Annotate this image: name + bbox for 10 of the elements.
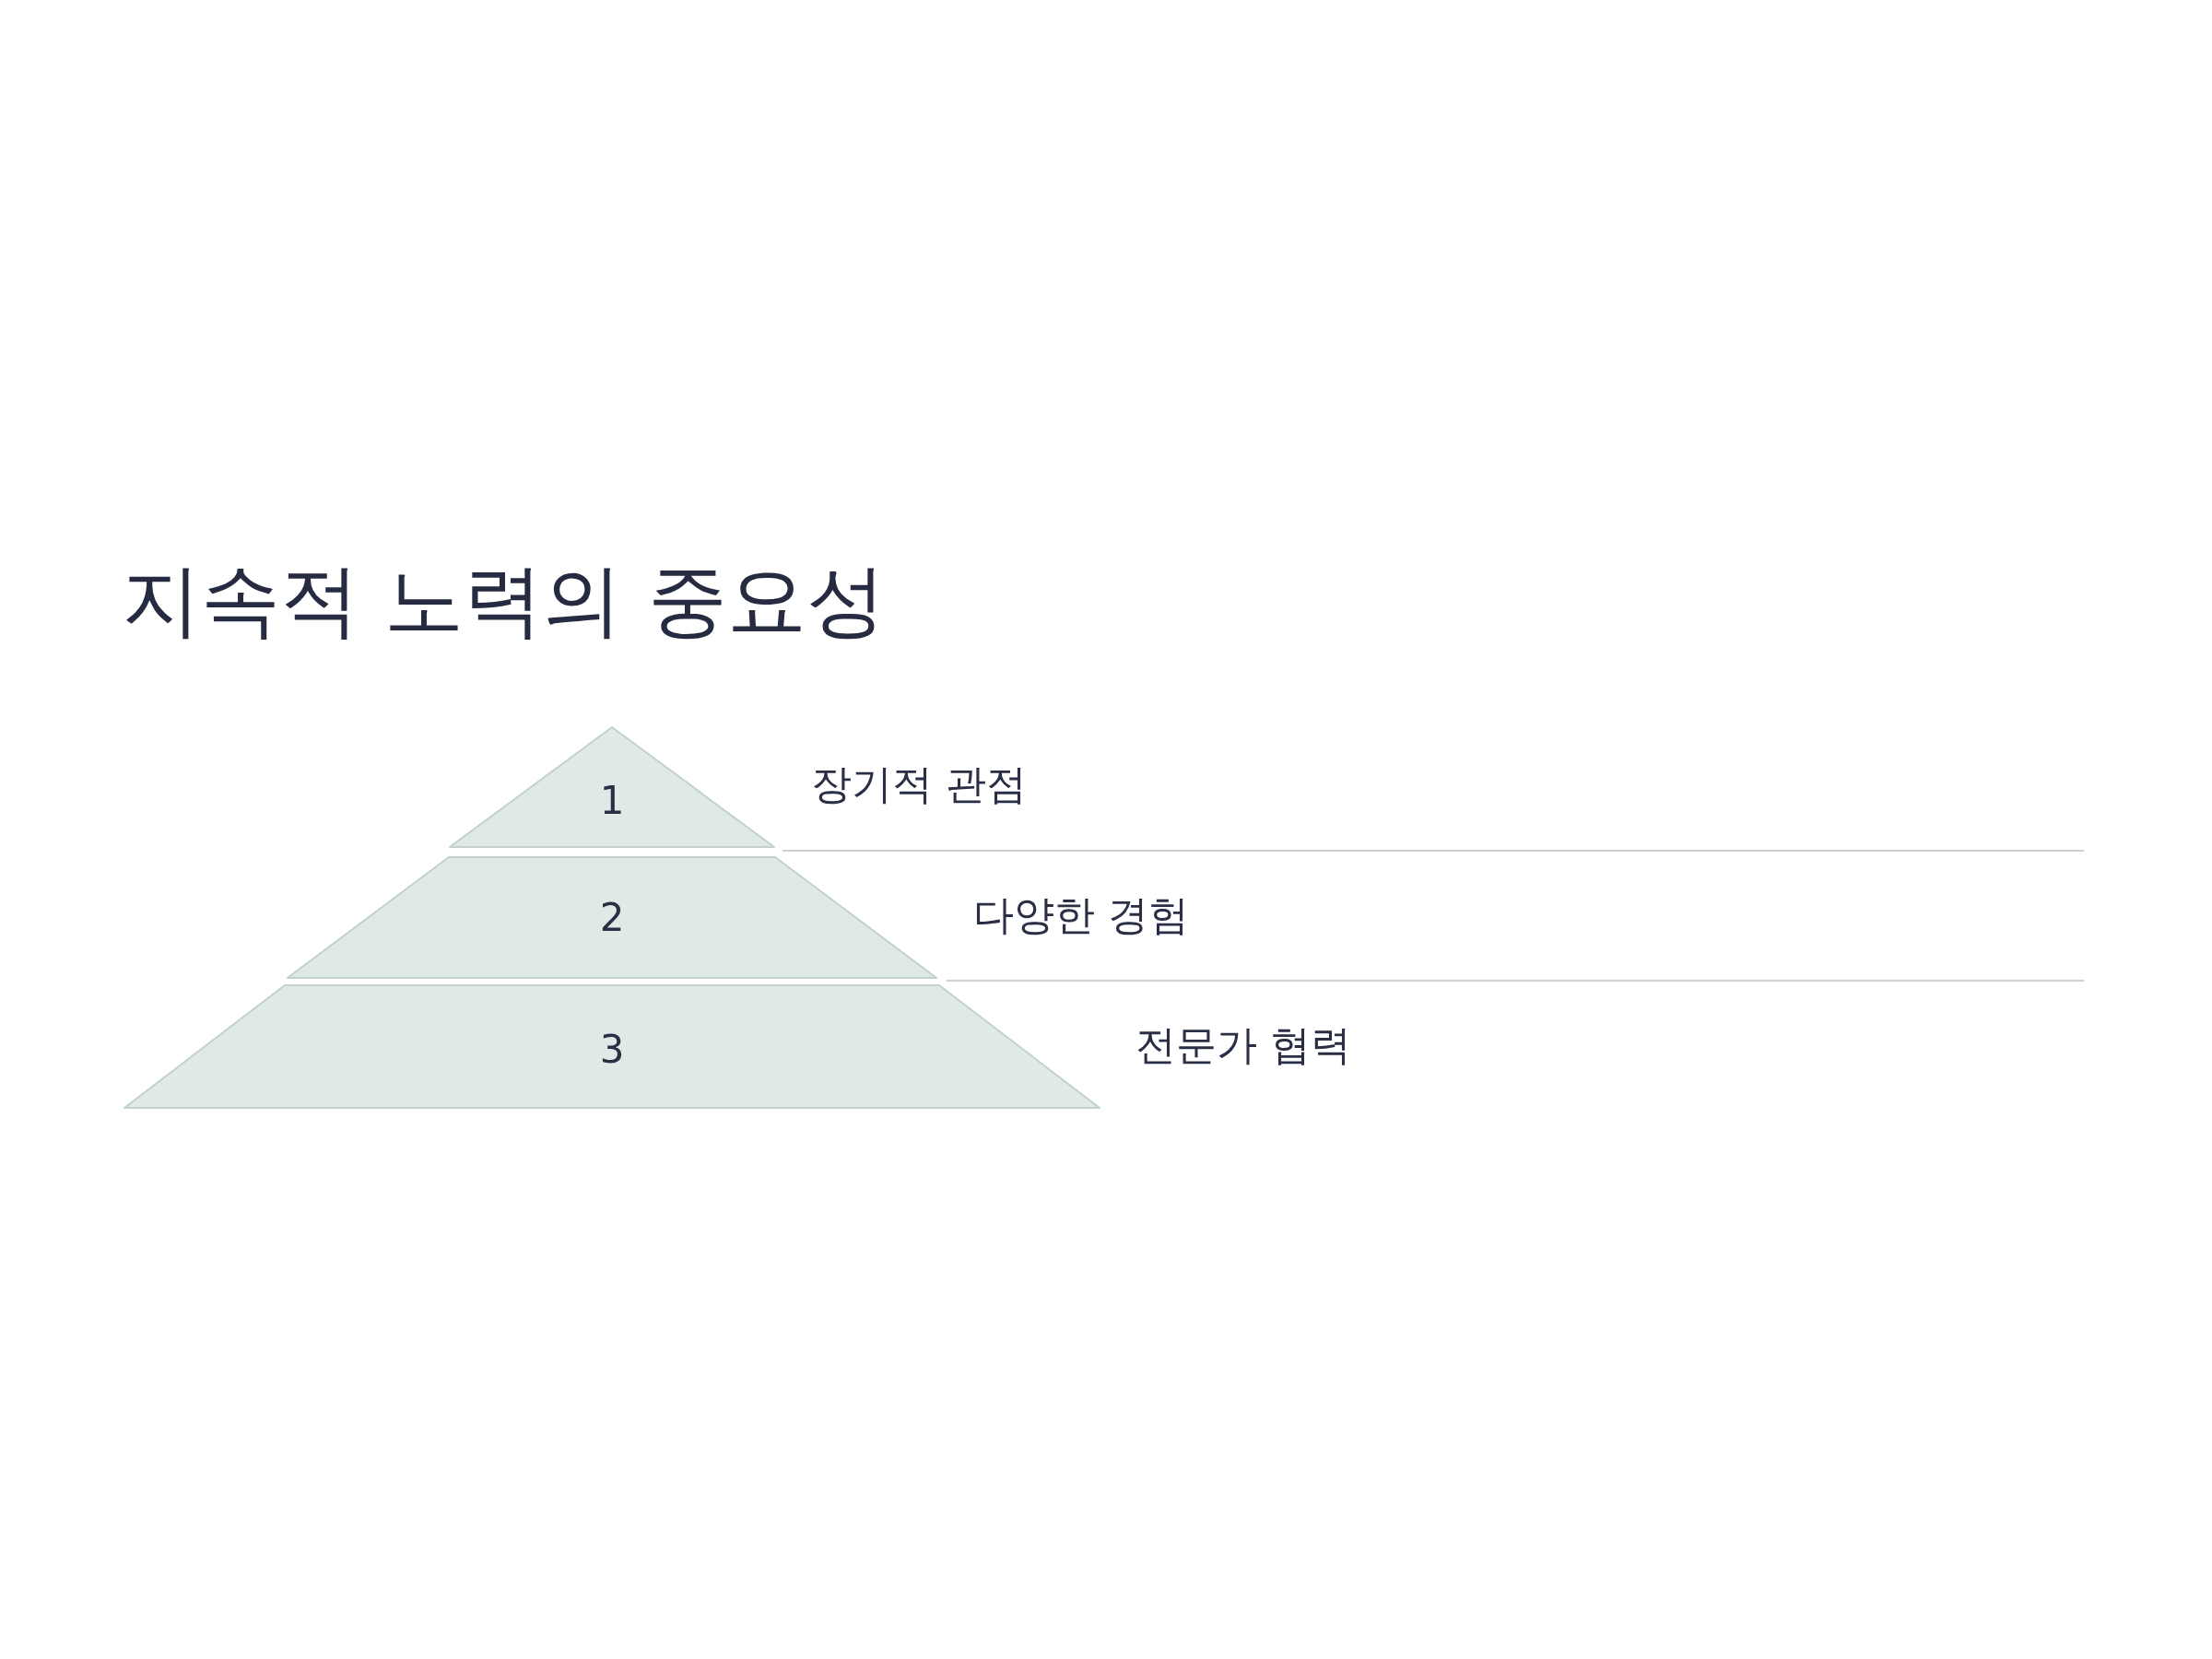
tier-number: 2 bbox=[599, 894, 625, 942]
tier-number: 1 bbox=[599, 777, 625, 825]
pyramid-tier bbox=[449, 726, 775, 848]
tier-label: 다양한 경험 bbox=[973, 890, 1189, 940]
tier-label: 장기적 관점 bbox=[811, 759, 1027, 809]
pyramid-tier bbox=[287, 856, 937, 979]
tier-label: 전문가 협력 bbox=[1135, 1020, 1351, 1070]
tier-number: 3 bbox=[599, 1026, 625, 1074]
pyramid-tier bbox=[124, 984, 1100, 1109]
title: 지속적 노력의 중요성 bbox=[122, 553, 886, 648]
